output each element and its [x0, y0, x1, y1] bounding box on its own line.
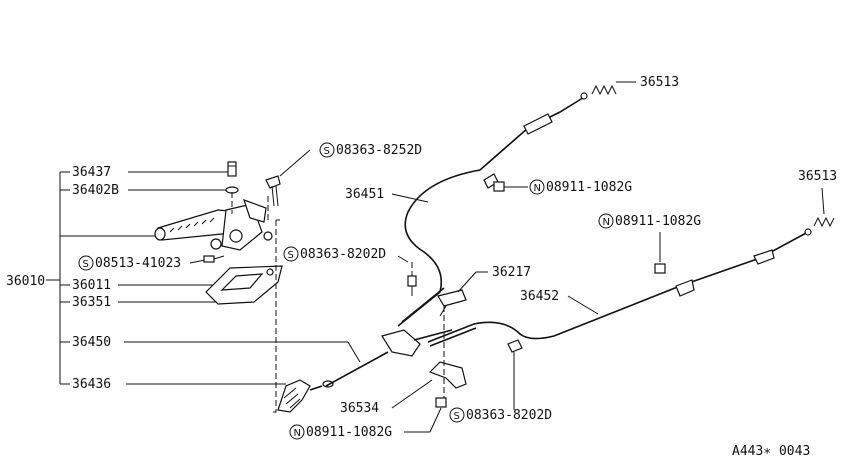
spring-36513-a: [591, 84, 617, 96]
svg-text:08911-1082G: 08911-1082G: [546, 180, 632, 195]
label-08363-8252d: S 08363-8252D: [319, 142, 422, 158]
label-36217: 36217: [492, 265, 531, 280]
label-36351: 36351: [72, 295, 111, 310]
svg-text:08513-41023: 08513-41023: [95, 256, 181, 271]
label-08911-b: N 08911-1082G: [598, 213, 701, 229]
cable-36450: [325, 329, 453, 387]
svg-text:08911-1082G: 08911-1082G: [615, 214, 701, 229]
svg-text:08363-8202D: 08363-8202D: [300, 247, 386, 262]
svg-text:08363-8252D: 08363-8252D: [336, 143, 422, 158]
svg-text:08911-1082G: 08911-1082G: [306, 425, 392, 440]
label-36010: 36010: [6, 274, 45, 289]
svg-text:S: S: [288, 250, 294, 261]
bolt-08363-8252d: [265, 149, 311, 207]
svg-text:S: S: [83, 259, 89, 270]
clip-36534: [428, 306, 467, 400]
label-36513-a: 36513: [640, 75, 679, 90]
label-36450: 36450: [72, 335, 111, 350]
alignment-dashes: [270, 219, 280, 413]
label-08363-8202d-b: S 08363-8202D: [449, 407, 552, 423]
label-08911-c: N 08911-1082G: [289, 424, 392, 440]
nut-08911-b: [654, 263, 666, 274]
bolt-08363-8202d-b: [507, 339, 523, 410]
svg-text:S: S: [324, 146, 330, 157]
label-36402b: 36402B: [72, 183, 119, 198]
svg-text:S: S: [454, 411, 460, 422]
group-bracket-36010: [46, 171, 180, 385]
diagram-reference: A443∗ 0043: [732, 444, 810, 459]
label-36436: 36436: [72, 377, 111, 392]
bracket-36217: [437, 289, 467, 317]
svg-text:08363-8202D: 08363-8202D: [466, 408, 552, 423]
bracket-36351: [205, 265, 283, 305]
label-36011: 36011: [72, 278, 111, 293]
svg-text:N: N: [294, 428, 301, 439]
nut-08911-a: [493, 181, 528, 192]
label-36534: 36534: [340, 401, 379, 416]
pin-36437: [227, 161, 237, 177]
parking-brake-lever: [154, 199, 273, 251]
svg-text:N: N: [534, 183, 541, 194]
boot-36436: [277, 379, 334, 413]
label-36513-b: 36513: [798, 169, 837, 184]
nut-08911-c: [435, 397, 447, 408]
bolt-08363-8202d-a: [407, 262, 417, 296]
label-36451: 36451: [345, 187, 384, 202]
screw-08513: [203, 255, 225, 263]
label-36437: 36437: [72, 165, 111, 180]
label-08363-8202d-a: S 08363-8202D: [283, 246, 386, 262]
spring-36513-b: [813, 216, 835, 228]
label-36452: 36452: [520, 289, 559, 304]
label-08513-41023: S 08513-41023: [78, 255, 206, 271]
cable-36452: [427, 228, 812, 347]
svg-text:N: N: [603, 217, 610, 228]
cable-36451: [397, 92, 588, 327]
label-08911-a: N 08911-1082G: [529, 179, 632, 195]
washer-36402b: [225, 186, 239, 214]
